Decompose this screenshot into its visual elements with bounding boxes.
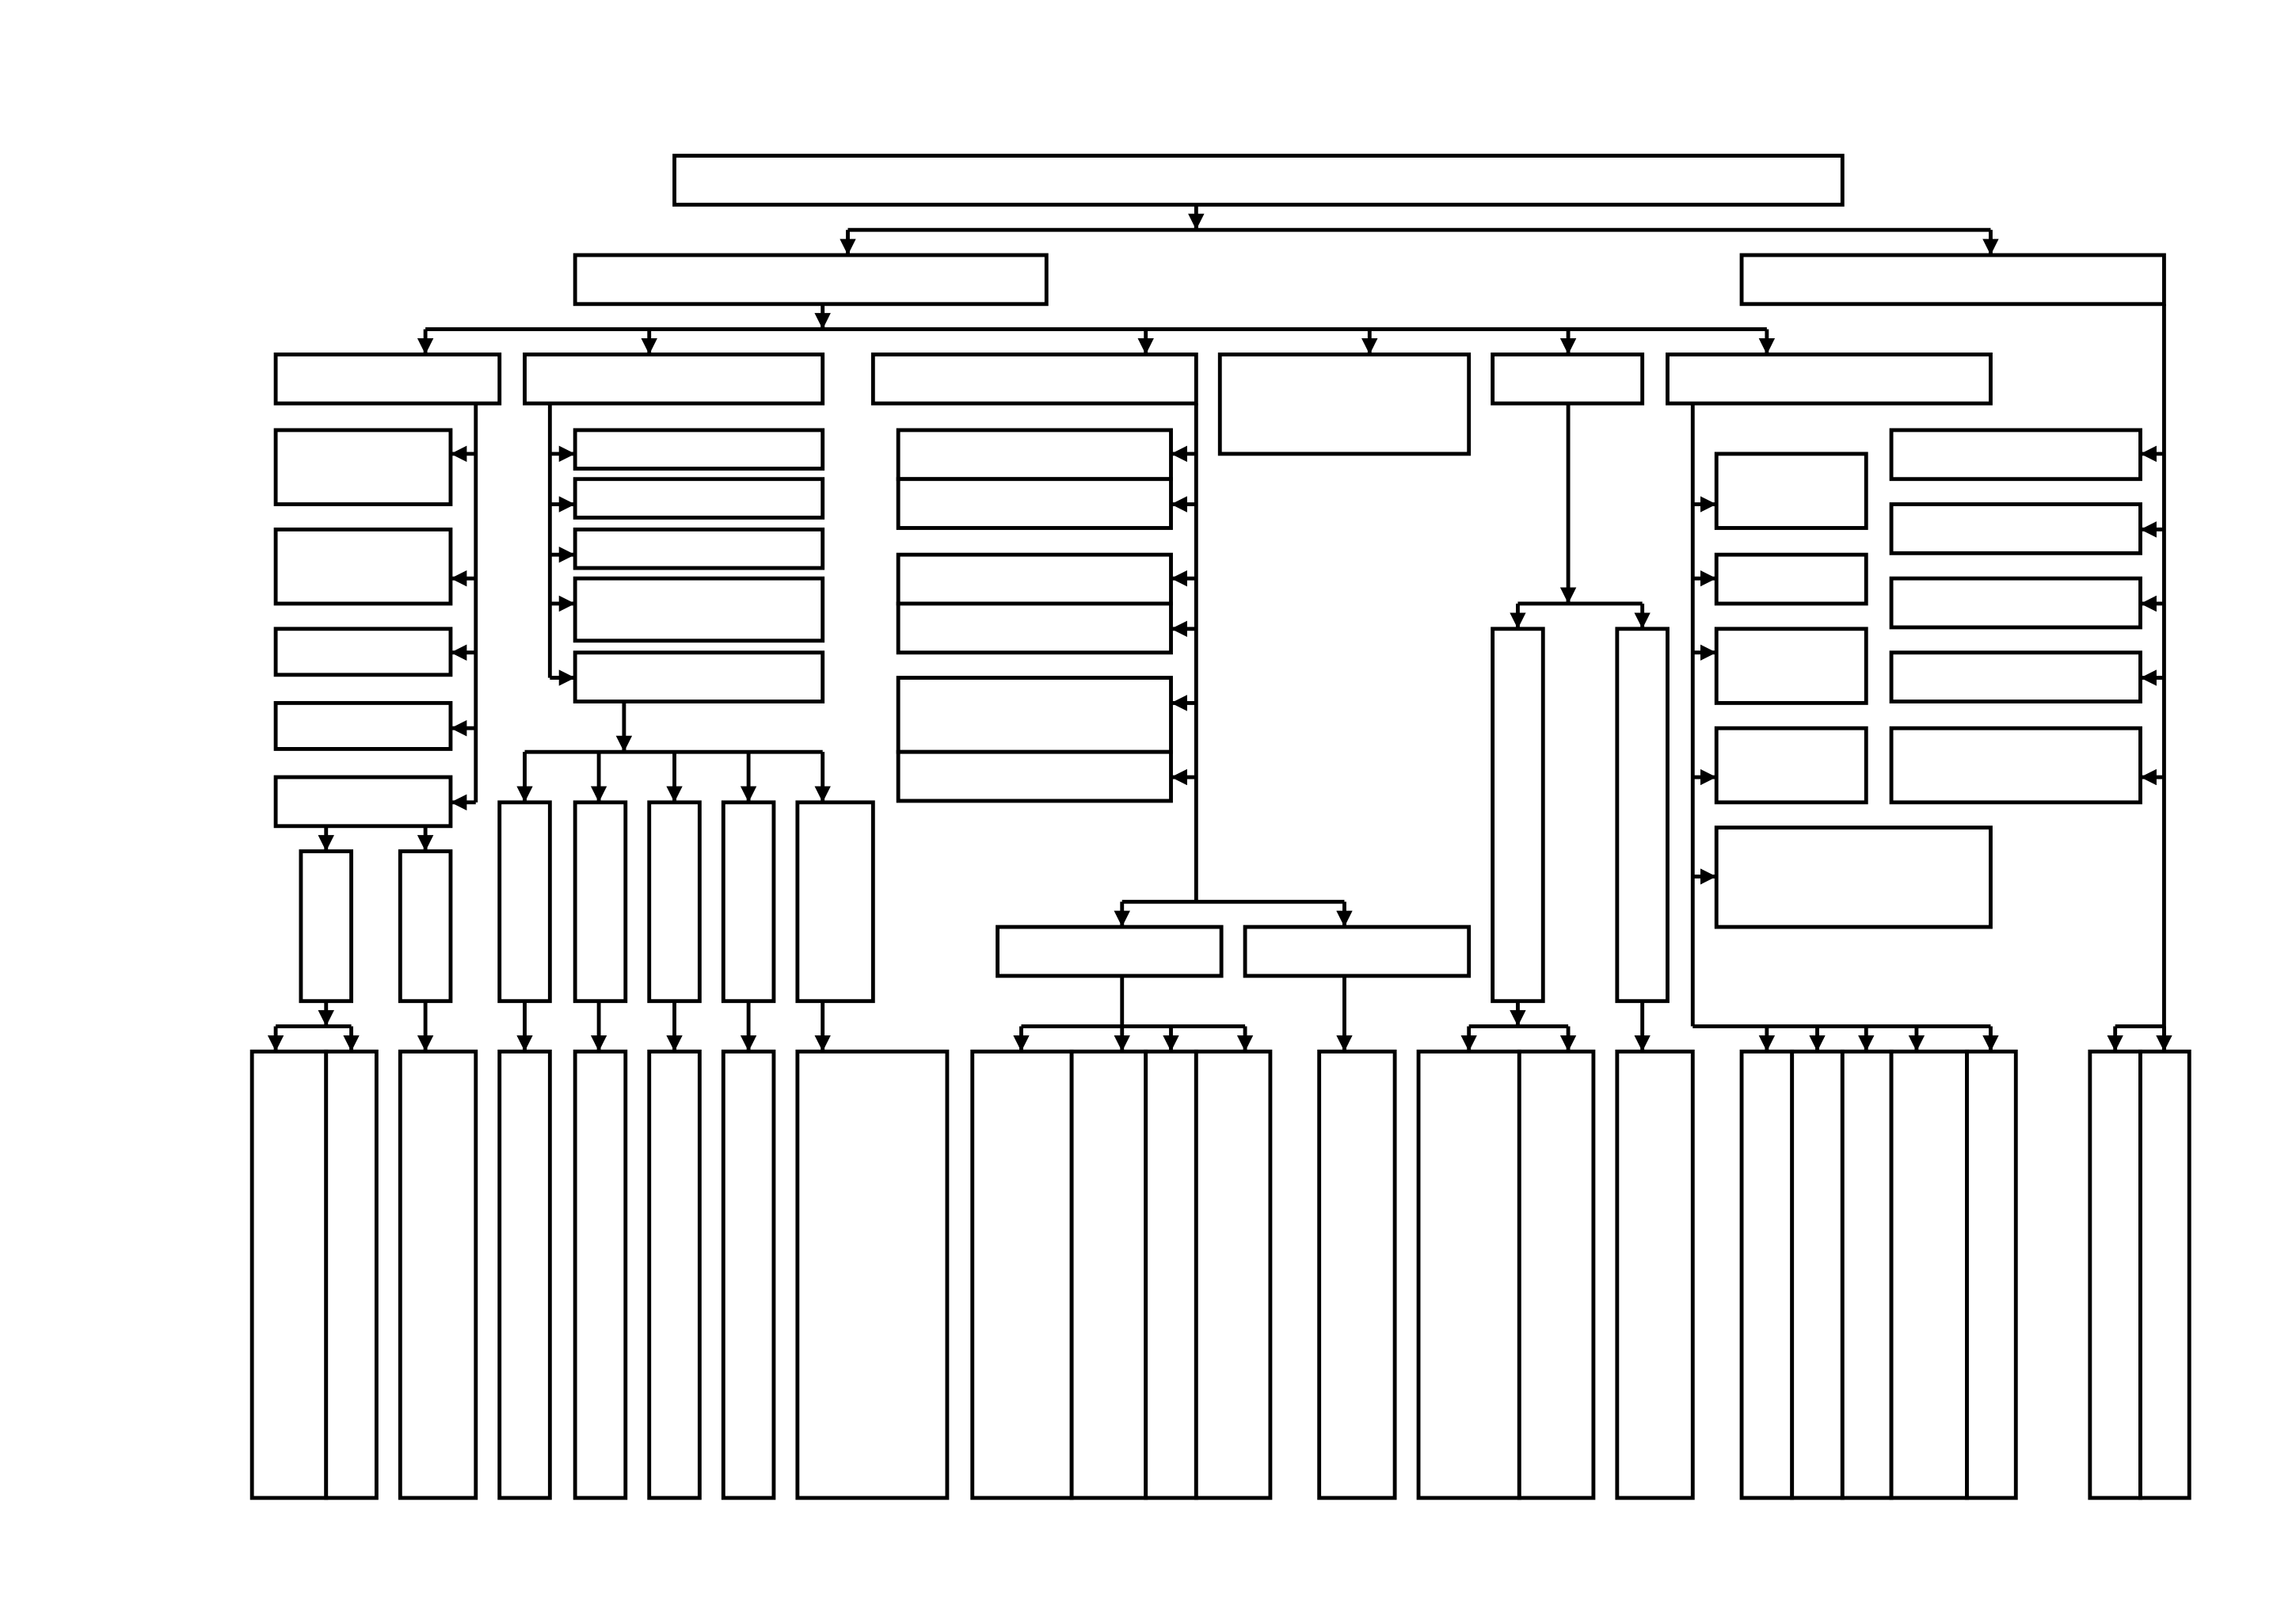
org-node-box [1416, 1049, 1521, 1500]
org-node-box [573, 1049, 628, 1500]
org-node-box [795, 1049, 950, 1500]
org-node-box [1889, 1049, 1969, 1500]
org-node-box [1965, 1049, 2018, 1500]
org-node-box [573, 527, 825, 570]
org-node-box [573, 800, 628, 1004]
org-node-box [896, 601, 1173, 655]
org-node-box [1714, 452, 1868, 530]
org-node-box [1739, 1049, 1795, 1500]
org-node-box [1739, 253, 2166, 307]
org-node-box [1790, 1049, 1845, 1500]
org-node-box [2138, 1049, 2191, 1500]
org-node-box [273, 527, 453, 606]
connectors [267, 204, 2172, 1052]
org-node-box [497, 800, 552, 1004]
org-node-box [573, 576, 825, 643]
org-node-box [573, 428, 825, 471]
org-node-box [273, 353, 502, 406]
org-node-box [996, 924, 1224, 978]
org-node-box [497, 1049, 552, 1500]
org-node-box [1615, 1049, 1695, 1500]
org-node-box [647, 800, 702, 1004]
org-node-box [273, 775, 453, 829]
org-node-box [573, 650, 825, 703]
org-node-box [1069, 1049, 1148, 1500]
org-node-box [1889, 726, 2142, 805]
org-node-box [1491, 353, 1645, 406]
root-node-box [672, 154, 1845, 207]
org-node-box [273, 428, 453, 506]
org-node-box [795, 800, 875, 1004]
org-node-box [573, 253, 1049, 307]
org-node-box [1243, 924, 1472, 978]
org-node-box [647, 1049, 702, 1500]
org-node-box [1889, 502, 2142, 555]
org-node-box [273, 627, 453, 677]
org-node-box [1144, 1049, 1198, 1500]
org-node-box [1217, 353, 1472, 456]
org-node-box [1517, 1049, 1596, 1500]
org-node-box [1889, 576, 2142, 630]
org-node-box [1714, 726, 1868, 805]
org-node-box [1714, 627, 1868, 705]
org-node-box [523, 353, 825, 406]
org-node-box [273, 700, 453, 751]
org-node-box [573, 477, 825, 520]
org-node-box [1889, 428, 2142, 482]
org-node-box [1317, 1049, 1397, 1500]
org-node-box [1666, 353, 1993, 406]
org-node-box [896, 552, 1173, 606]
org-node-box [1889, 650, 2142, 703]
org-node-box [896, 749, 1173, 803]
org-node-box [1194, 1049, 1273, 1500]
org-node-box [1714, 552, 1868, 606]
org-node-box [721, 800, 776, 1004]
org-node-box [249, 1049, 329, 1500]
org-node-box [970, 1049, 1074, 1500]
org-node-box [1840, 1049, 1894, 1500]
org-node-box [870, 353, 1198, 406]
org-node-box [721, 1049, 776, 1500]
org-node-box [398, 1049, 478, 1500]
org-node-box [1714, 825, 1993, 929]
org-node-box [1615, 627, 1670, 1004]
org-node-box [2088, 1049, 2142, 1500]
org-node-box [324, 1049, 379, 1500]
org-node-box [896, 477, 1173, 530]
org-node-box [1491, 627, 1545, 1004]
nodes [249, 154, 2191, 1500]
org-node-box [398, 849, 453, 1004]
org-node-box [896, 676, 1173, 754]
org-node-box [299, 849, 353, 1004]
org-node-box [896, 428, 1173, 482]
